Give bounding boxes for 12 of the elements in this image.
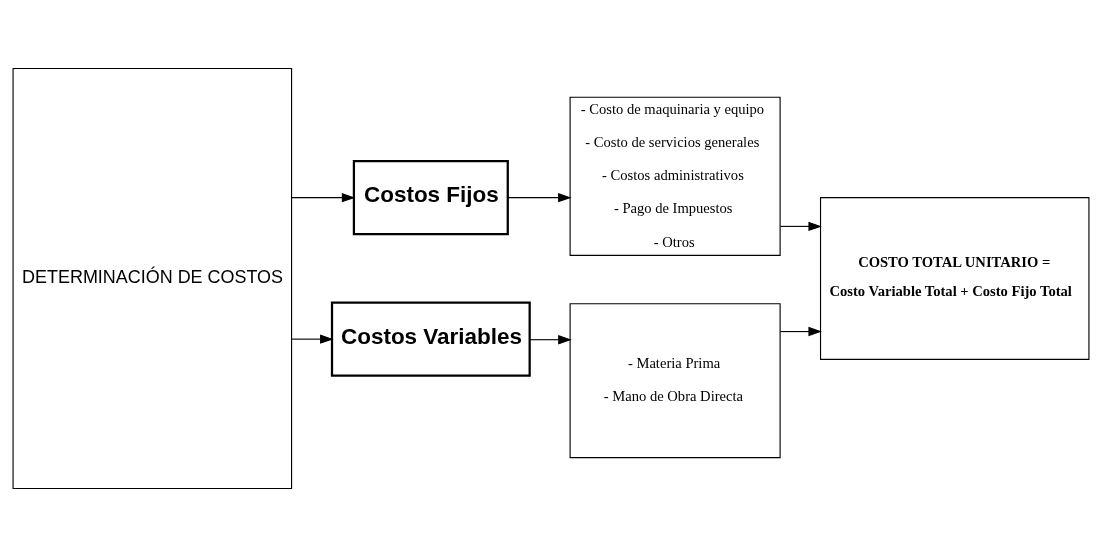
node-box: Costos Fijos [352, 160, 509, 236]
node-box: COSTO TOTAL UNITARIO = Costo Variable Total + Costo Fijo Total [819, 197, 1090, 360]
arrow [291, 334, 334, 344]
node-box: - Costo de maquinaria y equipo - Costo de servicios generales - Costos administrativos - Pago de Impuestos - Otros [569, 96, 781, 256]
arrow [529, 335, 572, 345]
arrow [507, 192, 572, 203]
node-box: DETERMINACIÓN DE COSTOS [12, 67, 293, 490]
arrow [779, 326, 822, 337]
node-box: - Materia Prima - Mano de Obra Directa [569, 303, 781, 459]
arrow [779, 221, 822, 232]
node-box: Costos Variables [330, 301, 531, 377]
arrow [291, 192, 356, 203]
